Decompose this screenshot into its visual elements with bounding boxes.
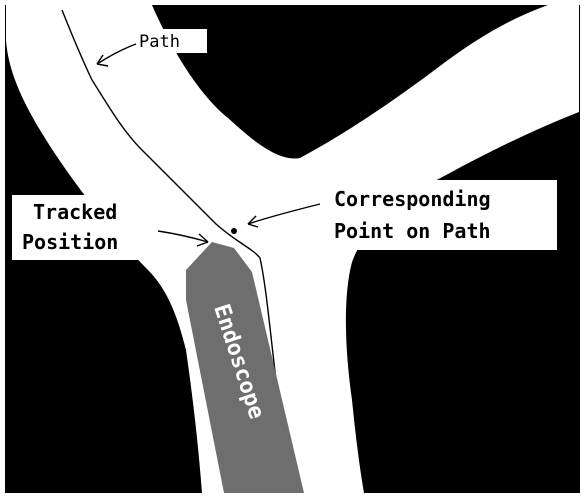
path-label: Path — [139, 32, 180, 52]
corresponding-point-label-line2: Point on Path — [334, 219, 491, 243]
tracked-position-label-line1: Tracked — [33, 200, 117, 224]
tracked-position-label-line2: Position — [22, 230, 118, 254]
corresponding-point-label-line1: Corresponding — [334, 187, 491, 211]
corresponding-point-marker — [231, 228, 237, 234]
